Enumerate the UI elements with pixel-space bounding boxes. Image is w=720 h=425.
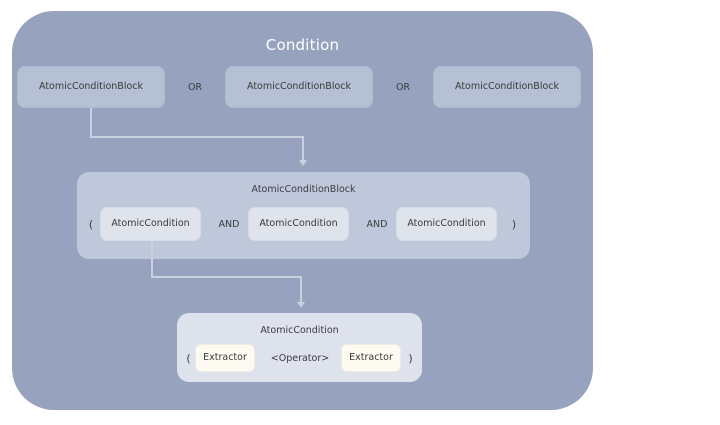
atomic-condition-3-label: AtomicCondition [407,217,486,229]
bottom-open-paren: ( [186,351,191,365]
atomic-condition-block-3[interactable]: AtomicConditionBlock [433,66,581,108]
extractor-right[interactable]: Extractor [341,344,401,372]
connector-2-segment-horizontal [151,276,302,278]
atomic-condition-panel-title: AtomicCondition [260,325,339,336]
mid-open-paren: ( [88,217,94,231]
bottom-close-paren: ) [408,351,413,365]
connector-1-segment-vertical-start [90,108,92,138]
or-operator-1: OR [176,66,214,108]
atomic-condition-1-label: AtomicCondition [111,217,190,229]
and-operator-2: AND [356,207,398,241]
connector-1-arrow-down-icon [299,160,307,166]
or-operator-2: OR [384,66,422,108]
and-operator-2-label: AND [366,218,388,230]
connector-2-arrow-down-icon [297,302,305,308]
page-title: Condition [265,36,340,54]
atomic-condition-block-2[interactable]: AtomicConditionBlock [225,66,373,108]
atomic-condition-panel: AtomicCondition ( Extractor <Operator> E… [177,313,422,382]
operator-placeholder-label: <Operator> [270,352,330,364]
and-operator-1-label: AND [218,218,240,230]
connector-2-segment-vertical-start [151,241,153,278]
atomic-condition-block-panel: AtomicConditionBlock ( AtomicCondition A… [77,172,530,259]
atomic-condition-3[interactable]: AtomicCondition [396,207,497,241]
atomic-condition-block-1[interactable]: AtomicConditionBlock [17,66,165,108]
or-operator-2-label: OR [395,81,411,93]
atomic-condition-1[interactable]: AtomicCondition [100,207,201,241]
connector-2-segment-vertical-end [300,276,302,304]
connector-1-segment-vertical-end [302,136,304,162]
atomic-condition-block-3-label: AtomicConditionBlock [454,80,559,92]
connector-1-segment-horizontal [90,136,304,138]
and-operator-1: AND [208,207,250,241]
extractor-right-label: Extractor [349,351,393,363]
atomic-condition-2-label: AtomicCondition [259,217,338,229]
extractor-left-label: Extractor [203,351,247,363]
atomic-condition-2[interactable]: AtomicCondition [248,207,349,241]
mid-close-paren: ) [511,217,517,231]
extractor-left[interactable]: Extractor [195,344,255,372]
operator-placeholder: <Operator> [261,344,339,372]
atomic-condition-block-panel-title: AtomicConditionBlock [251,184,356,195]
atomic-condition-block-1-label: AtomicConditionBlock [38,80,143,92]
atomic-condition-block-2-label: AtomicConditionBlock [246,80,351,92]
or-operator-1-label: OR [187,81,203,93]
